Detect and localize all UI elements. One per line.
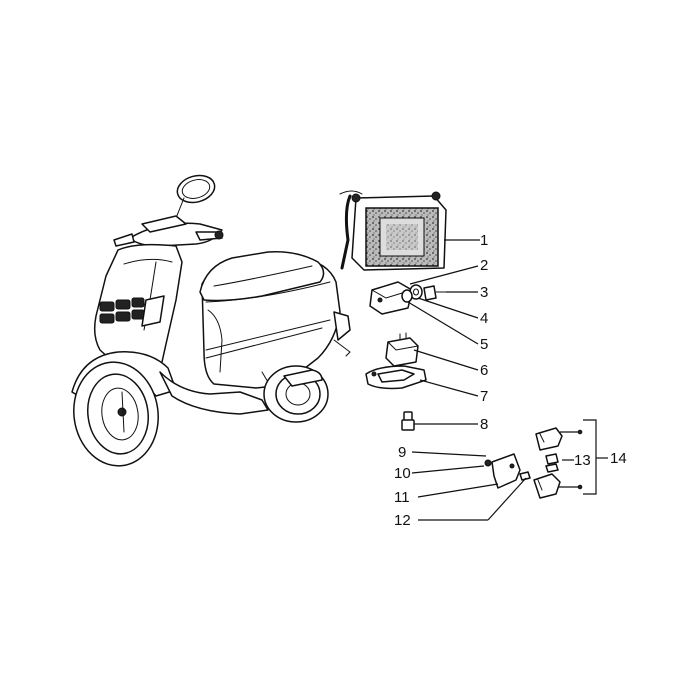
callout-7: 7 <box>480 388 488 405</box>
callout-14: 14 <box>610 450 627 467</box>
connector-parts <box>533 427 563 499</box>
callout-9: 9 <box>398 444 406 461</box>
callout-labels: 1 2 3 4 5 6 7 8 9 10 11 12 13 14 <box>394 232 627 529</box>
callout-11: 11 <box>394 489 410 506</box>
battery-part <box>339 190 447 271</box>
switch-parts <box>484 453 531 489</box>
bolt-part <box>423 285 447 301</box>
flasher-relay-part <box>385 332 419 367</box>
callout-13: 13 <box>574 452 591 469</box>
callout-2: 2 <box>480 257 488 274</box>
callout-8: 8 <box>480 416 488 433</box>
callout-6: 6 <box>480 362 488 379</box>
callout-1: 1 <box>480 232 488 249</box>
callout-5: 5 <box>480 336 488 353</box>
callout-10: 10 <box>394 465 411 482</box>
callout-12: 12 <box>394 512 411 529</box>
fuse-part <box>401 411 415 431</box>
rubber-part <box>401 289 413 303</box>
scooter-illustration <box>71 174 351 467</box>
relay-part <box>369 281 413 315</box>
support-part <box>365 365 427 390</box>
callout-3: 3 <box>480 284 488 301</box>
callout-4: 4 <box>480 310 488 327</box>
leader-lines <box>407 239 608 521</box>
